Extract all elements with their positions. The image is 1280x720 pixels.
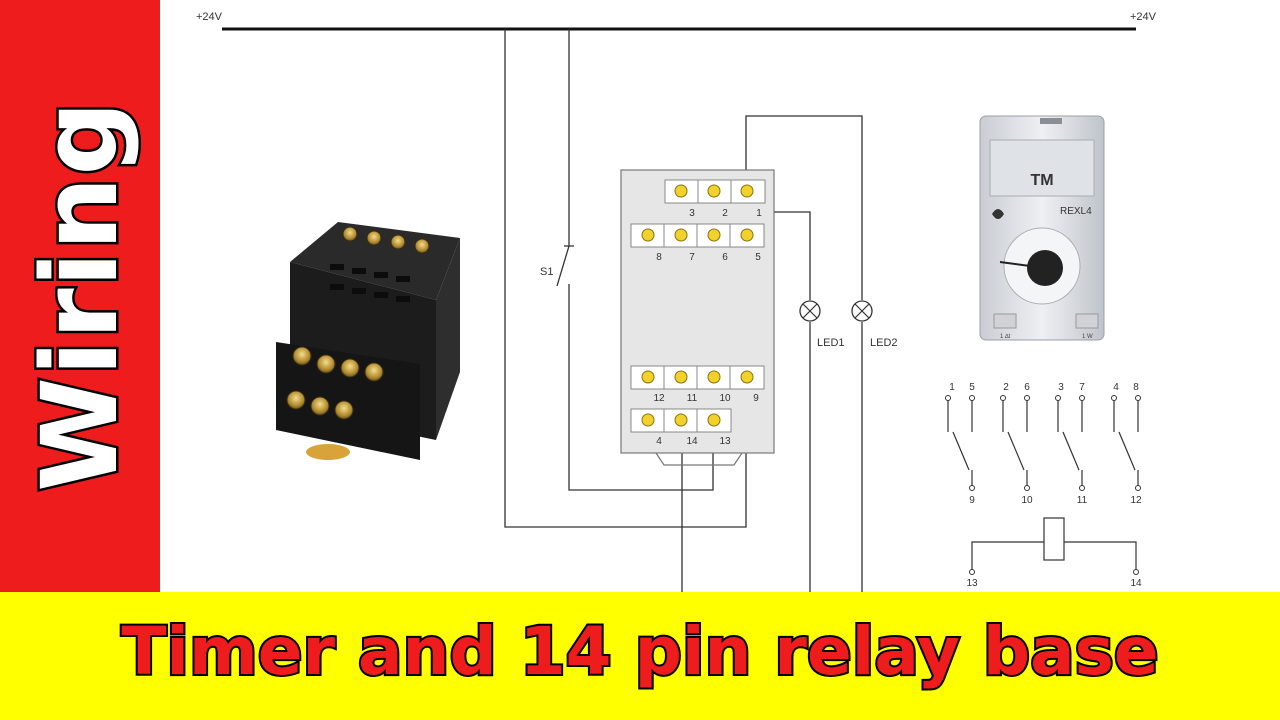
coil-label-14: 14 [1130, 578, 1142, 589]
bottom-caption-band: Timer and 14 pin relay base [0, 592, 1280, 720]
contact-label-9: 9 [969, 495, 975, 506]
timer-model: REXL4 [1060, 206, 1092, 217]
led2: LED2 [851, 300, 898, 349]
contact-label-2: 2 [1003, 382, 1009, 393]
contact-label-7: 7 [1079, 382, 1085, 393]
terminal-12: 12 [653, 393, 665, 404]
relay-base-photo [276, 222, 460, 460]
contact-label-1: 1 [949, 382, 955, 393]
terminal-2: 2 [722, 208, 728, 219]
caption-title: Timer and 14 pin relay base [119, 611, 1160, 692]
timer-badge-right: 1 W [1082, 334, 1093, 340]
terminal-10: 10 [719, 393, 731, 404]
terminal-4: 4 [656, 436, 662, 447]
contact-label-6: 6 [1024, 382, 1030, 393]
contact-label-12: 12 [1130, 495, 1142, 506]
contact-labels: 1 5 9 2 6 10 3 7 11 4 8 12 13 14 [949, 382, 1142, 589]
switch-s1: S1 [540, 245, 574, 287]
wiring-diagram: +24V +24V S1 LED1 LED2 [196, 11, 1157, 592]
terminal-3: 3 [689, 208, 695, 219]
timer-logo: TM [1030, 172, 1053, 189]
timer-photo: TM REXL4 1 ∆t 1 W [979, 115, 1105, 341]
contact-label-10: 10 [1021, 495, 1033, 506]
supply-label-right: +24V [1130, 11, 1157, 23]
terminal-1: 1 [756, 208, 762, 219]
contact-label-3: 3 [1058, 382, 1064, 393]
terminal-14: 14 [686, 436, 698, 447]
left-title-band: Wiring [0, 0, 160, 592]
contact-schematic [947, 398, 1139, 572]
led1: LED1 [799, 300, 845, 349]
contact-label-5: 5 [969, 382, 975, 393]
timer-badge-left: 1 ∆t [1000, 333, 1011, 340]
side-title: Wiring [17, 98, 144, 495]
contact-label-11: 11 [1077, 495, 1088, 506]
contact-terminals [945, 395, 1141, 575]
relay-base-diagram: 3 2 1 8 7 6 5 12 11 10 9 4 14 13 [620, 169, 775, 466]
terminal-9: 9 [753, 393, 759, 404]
coil-label-13: 13 [966, 578, 978, 589]
supply-label-left: +24V [196, 11, 223, 23]
terminal-8: 8 [656, 252, 662, 263]
terminal-13: 13 [719, 436, 731, 447]
terminal-6: 6 [722, 252, 728, 263]
led2-label: LED2 [870, 337, 898, 349]
terminal-11: 11 [687, 393, 698, 404]
led1-label: LED1 [817, 337, 845, 349]
terminal-7: 7 [689, 252, 695, 263]
switch-s1-label: S1 [540, 266, 553, 278]
contact-label-8: 8 [1133, 382, 1139, 393]
terminal-5: 5 [755, 252, 761, 263]
contact-label-4: 4 [1113, 382, 1119, 393]
